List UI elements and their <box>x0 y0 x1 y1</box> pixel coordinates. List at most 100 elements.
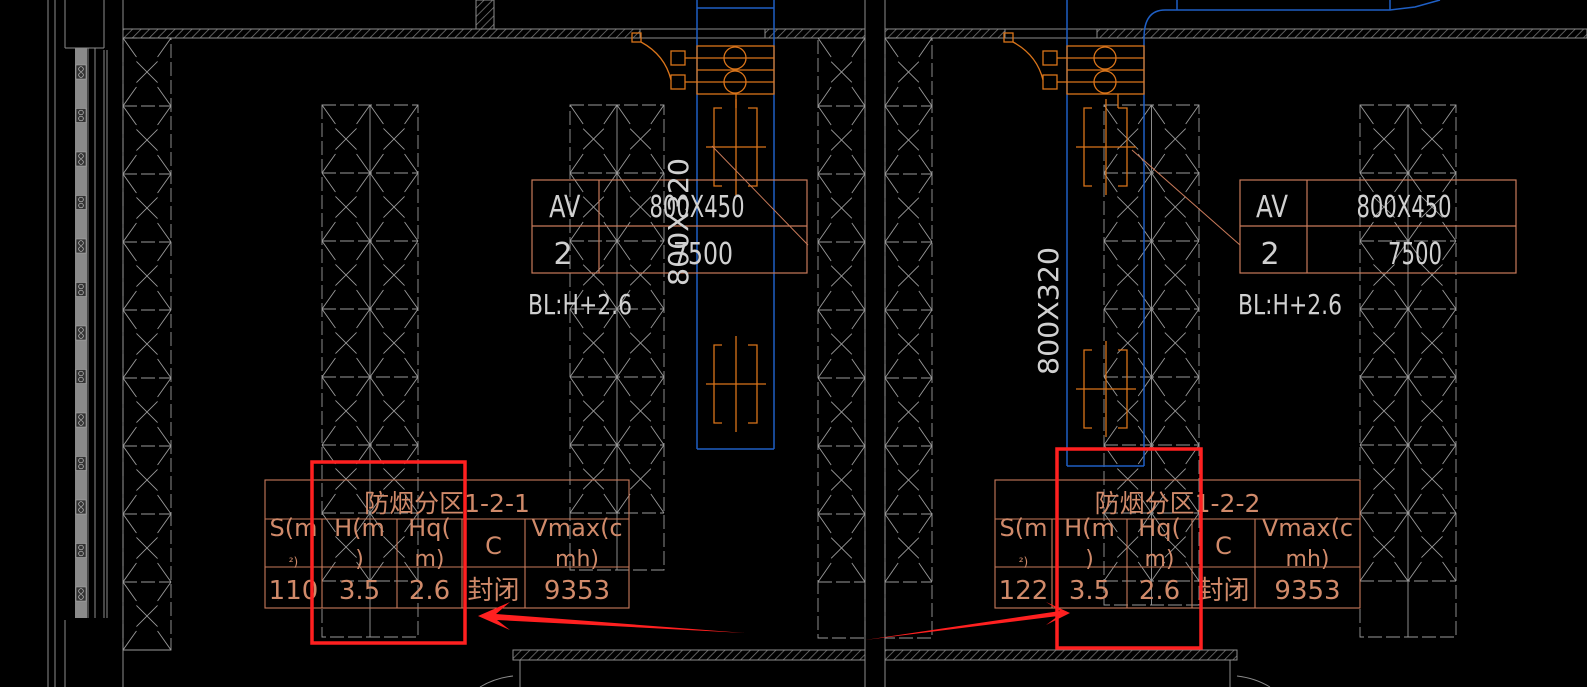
rack-brace <box>1359 561 1374 582</box>
bolt-icon <box>75 195 87 210</box>
rack-brace <box>1185 289 1200 310</box>
column-header: S(m <box>1000 514 1048 542</box>
rack-brace <box>404 104 419 125</box>
rack-brace <box>918 86 933 107</box>
rack-brace <box>321 172 336 193</box>
bolt-icon <box>75 108 87 123</box>
rack-brace <box>369 512 384 533</box>
rack-brace <box>157 358 172 379</box>
bolt-icon <box>78 66 84 72</box>
rack-brace <box>884 494 899 515</box>
rack-brace <box>321 357 336 378</box>
zone-title: 防烟分区1-2-2 <box>1095 489 1261 518</box>
rack-brace <box>1137 240 1152 261</box>
rack-brace <box>650 444 665 465</box>
rack-brace <box>569 153 584 174</box>
rack-brace <box>1373 332 1395 354</box>
rack-brace <box>897 197 920 219</box>
rack-brace <box>356 308 371 329</box>
rack-brace <box>1442 376 1457 397</box>
rack-brace <box>122 513 137 534</box>
rack-brace <box>356 561 371 582</box>
rack-brace <box>1421 536 1443 558</box>
bolt-icon <box>78 327 84 333</box>
column-header: H(m <box>334 514 385 542</box>
rack-brace <box>1103 425 1118 446</box>
rack-brace <box>157 154 172 175</box>
rack-brace <box>122 581 137 602</box>
bolt-icon <box>78 246 84 252</box>
rack-brace <box>136 129 158 151</box>
bolt-icon <box>78 501 84 507</box>
rack-brace <box>157 445 172 466</box>
vent-size: 800X450 <box>1357 190 1452 225</box>
vent-type: AV <box>549 190 581 224</box>
rack-brace <box>1151 172 1166 193</box>
rack-brace <box>1103 221 1118 242</box>
rack-brace <box>369 308 384 329</box>
rack-brace <box>897 61 920 83</box>
rack-brace <box>1442 357 1457 378</box>
rack-brace <box>122 358 137 379</box>
rack-brace <box>650 357 665 378</box>
rack-brace <box>851 562 866 583</box>
bolt-icon <box>78 463 84 470</box>
duct-size-label-left: 800X320 <box>662 158 695 286</box>
rack-brace <box>1137 308 1152 329</box>
rack-brace <box>897 129 920 151</box>
vent-count: 2 <box>1260 237 1279 272</box>
smoke-zone-table-right[interactable]: 防烟分区1-2-2S(m²)122H(m)3.5Hq(m)2.6C封闭Vmax(… <box>994 479 1361 609</box>
column-header-unit: mh) <box>555 547 599 572</box>
bolt-icon <box>75 369 87 384</box>
arrow-left <box>478 602 745 633</box>
rack-brace <box>321 512 336 533</box>
rack-brace <box>122 426 137 447</box>
rack-brace <box>404 289 419 310</box>
rack-brace <box>1151 308 1166 329</box>
bolt-icon <box>78 115 84 122</box>
rack-brace <box>321 240 336 261</box>
rack-brace <box>603 444 618 465</box>
rack-brace <box>1185 357 1200 378</box>
rack <box>817 37 866 639</box>
rack-brace <box>1103 561 1118 582</box>
rack-brace <box>603 425 618 446</box>
rack-brace <box>817 222 832 243</box>
rack-brace <box>851 358 866 379</box>
rack-brace <box>404 172 419 193</box>
rack-brace <box>1151 289 1166 310</box>
rack-brace <box>321 308 336 329</box>
rack-brace <box>851 173 866 194</box>
rack-brace <box>616 308 631 329</box>
cell-value: 封闭 <box>467 576 519 606</box>
rack-brace <box>1442 240 1457 261</box>
rack-brace <box>157 222 172 243</box>
rack-brace <box>918 241 933 262</box>
rack-brace <box>157 494 172 515</box>
rack-brace <box>1442 493 1457 514</box>
rack-brace <box>1359 308 1374 329</box>
rack-brace <box>1151 240 1166 261</box>
fan-unit-right[interactable] <box>1003 32 1145 108</box>
rack-brace <box>629 128 652 150</box>
vent-tag-left[interactable]: AV 800X450 2 7500 BL:H+2.6 <box>528 179 808 321</box>
rack-brace <box>616 376 631 397</box>
smoke-zone-table-left[interactable]: 防烟分区1-2-1S(m²)110H(m)3.5Hq(m)2.6C封闭Vmax(… <box>264 479 630 609</box>
rack-brace <box>1164 536 1187 558</box>
rack-brace <box>897 469 920 491</box>
rack-brace <box>884 241 899 262</box>
rack-brace <box>335 468 357 490</box>
rack-brace <box>321 104 336 125</box>
rack-brace <box>356 221 371 242</box>
rack-brace <box>884 37 899 58</box>
rack-brace <box>1151 153 1166 174</box>
vent-tag-right[interactable]: AV 800X450 2 7500 BL:H+2.6 <box>1238 179 1517 321</box>
rack-brace <box>817 562 832 583</box>
rack-brace <box>851 290 866 311</box>
rack-brace <box>1185 376 1200 397</box>
rack-brace <box>136 401 158 423</box>
fan-unit-left[interactable] <box>631 32 775 108</box>
rack-brace <box>335 332 357 354</box>
rack-brace <box>569 289 584 310</box>
